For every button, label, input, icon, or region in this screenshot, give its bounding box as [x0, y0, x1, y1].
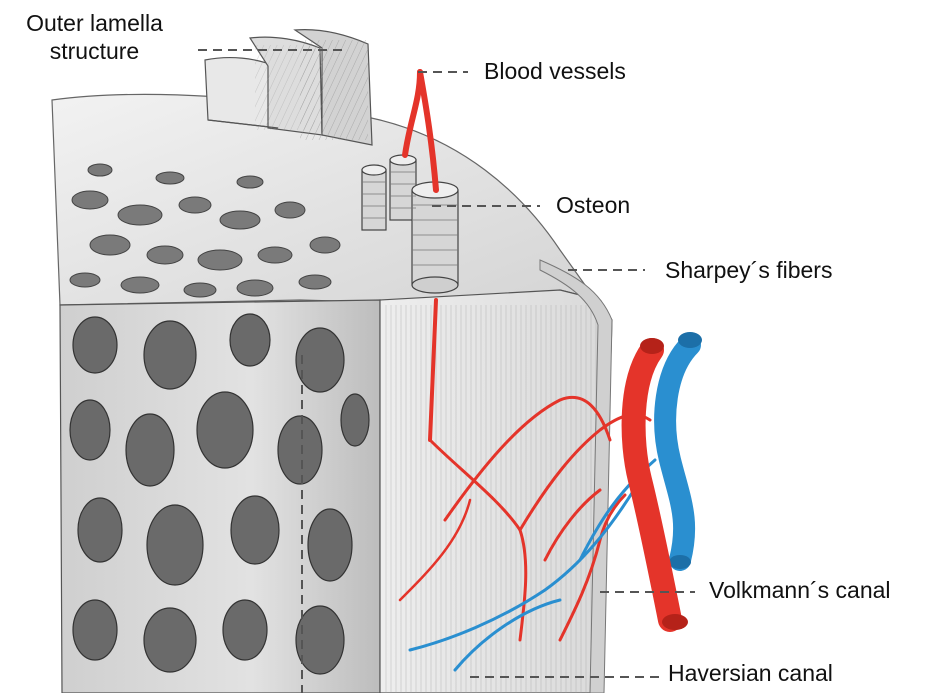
label-sharpeys-fibers: Sharpey´s fibers — [665, 257, 832, 285]
label-osteon: Osteon — [556, 192, 630, 220]
label-blood-vessels: Blood vessels — [484, 58, 626, 86]
label-volkmanns-canal: Volkmann´s canal — [709, 577, 891, 605]
label-outer-lamella-structure: Outer lamella structure — [12, 10, 177, 65]
label-haversian-canal: Haversian canal — [668, 660, 833, 688]
large-vein — [665, 332, 702, 569]
